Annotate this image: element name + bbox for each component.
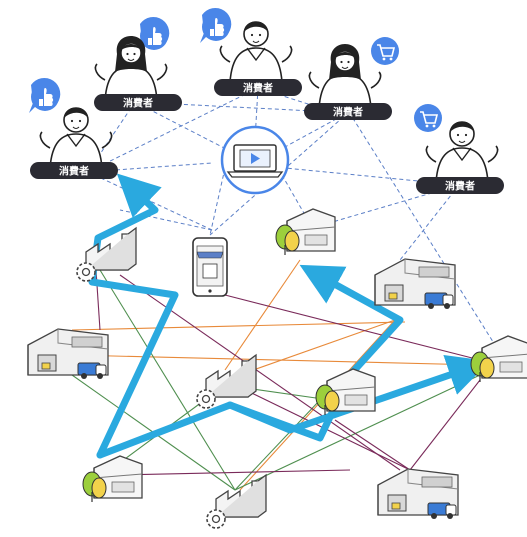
dashed-link (281, 174, 306, 216)
supply-line-purple (334, 419, 411, 471)
supply-line-purple (409, 379, 481, 471)
consumer-label: 消費者 (123, 97, 153, 110)
supply-lines (71, 254, 481, 491)
store-node (275, 208, 336, 256)
consumer: 消費者 (413, 103, 504, 194)
dashed-link (399, 184, 460, 261)
warehouse-node (27, 328, 109, 380)
supply-line-orange (71, 354, 481, 366)
consumer-label: 消費者 (59, 165, 89, 178)
factory-node (206, 474, 267, 529)
dashed-link (87, 87, 259, 173)
supply-line-green (234, 374, 481, 491)
store-node (470, 335, 527, 383)
supply-line-purple (224, 294, 481, 361)
warehouse-node (374, 258, 456, 310)
consumer: 消費者 (94, 16, 182, 111)
supply-line-purple (224, 379, 411, 471)
dashed-link (134, 101, 334, 113)
flow-arrow-to-consumer (88, 173, 179, 459)
dashed-link (282, 111, 350, 149)
consumer-label: 消費者 (243, 82, 273, 95)
warehouse-node (377, 468, 459, 520)
store-node (82, 455, 143, 503)
store-node (315, 368, 376, 416)
flow-arrow-to-east-store (226, 354, 490, 434)
consumer: 消費者 (29, 77, 118, 179)
factory-node (196, 354, 257, 409)
supply-line-green (99, 269, 236, 491)
consumer-label: 消費者 (333, 106, 363, 119)
dashed-link (87, 171, 213, 231)
supply-line-orange (71, 321, 406, 331)
supply-line-green (234, 399, 321, 491)
consumer: 消費者 (200, 7, 302, 96)
video-laptop-icon (220, 125, 290, 195)
dashed-link (209, 167, 226, 236)
supply-line-orange (239, 319, 396, 491)
phone-store-icon (192, 237, 228, 297)
dashed-link (348, 111, 496, 346)
supply-line-orange (224, 259, 301, 371)
consumer: 消費者 (304, 36, 400, 120)
supply-line-purple (119, 469, 351, 476)
consumer-label: 消費者 (445, 180, 475, 193)
